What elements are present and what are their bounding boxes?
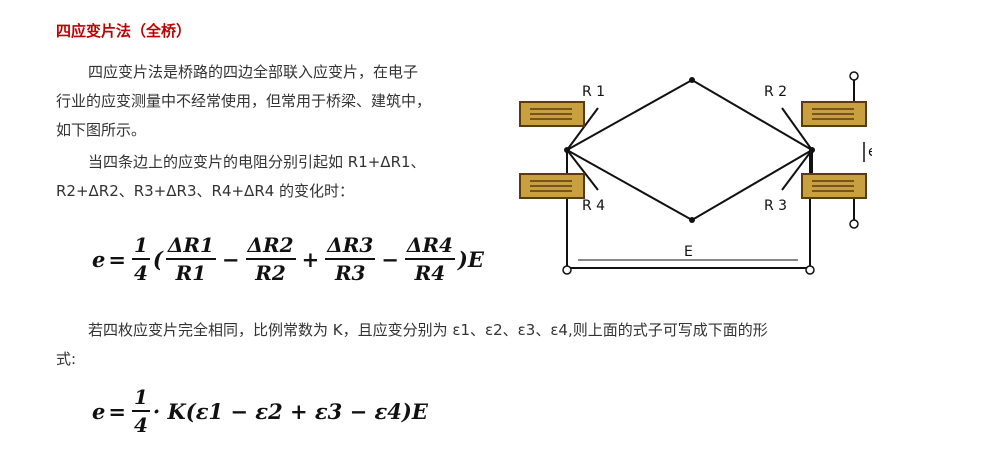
term-3-sign: + xyxy=(301,246,320,272)
bridge-nodes xyxy=(564,77,815,223)
formula-close: )E xyxy=(457,246,484,272)
intro-line-2: 行业的应变测量中不经常使用，但常用于桥梁、建筑中， xyxy=(56,92,432,110)
same-line-2: 式: xyxy=(56,350,77,368)
label-E: E xyxy=(684,244,693,260)
label-r2: R 2 xyxy=(764,84,787,100)
gauge-r2 xyxy=(801,101,867,127)
formula-lhs: e xyxy=(92,246,106,272)
label-r3: R 3 xyxy=(764,198,787,214)
term-2-fraction: ΔR2 R2 xyxy=(245,233,296,285)
formula2-rest: · K(ε1 − ε2 + ε3 − ε4)E xyxy=(152,398,428,424)
bridge-output-formula: e = 1 4 ( ΔR1 R1 − ΔR2 R2 + ΔR3 R3 − ΔR4… xyxy=(92,224,484,294)
intro-line-3: 如下图所示。 xyxy=(56,121,147,139)
formula2-equals: = xyxy=(108,398,126,424)
term-2-sign: − xyxy=(221,246,240,272)
formula2-coefficient: 1 4 xyxy=(131,385,150,437)
intro-line-1: 四应变片法是桥路的四边全部联入应变片，在电子 xyxy=(88,63,419,81)
term-4-fraction: ΔR4 R4 xyxy=(404,233,455,285)
same-line-1: 若四枚应变片完全相同，比例常数为 K，且应变分别为 ε1、ε2、ε3、ε4,则上… xyxy=(88,321,768,339)
gauge-r3 xyxy=(801,173,867,199)
gauge-r1 xyxy=(519,101,585,127)
term-3-fraction: ΔR3 R3 xyxy=(325,233,376,285)
gauge-r4 xyxy=(519,173,585,199)
condition-paragraph: 当四条边上的应变片的电阻分别引起如 R1+ΔR1、 R2+ΔR2、R3+ΔR3、… xyxy=(56,148,426,206)
formula2-lhs: e xyxy=(92,398,106,424)
same-gauge-paragraph: 若四枚应变片完全相同，比例常数为 K，且应变分别为 ε1、ε2、ε3、ε4,则上… xyxy=(56,316,768,374)
term-4-sign: − xyxy=(381,246,399,272)
term-1-fraction: ΔR1 R1 xyxy=(165,233,216,285)
label-r4: R 4 xyxy=(582,198,605,214)
terminals xyxy=(562,71,859,275)
formula-open-paren: ( xyxy=(152,246,163,272)
section-title: 四应变片法（全桥） xyxy=(56,22,192,40)
strain-formula: e = 1 4 · K(ε1 − ε2 + ε3 − ε4)E xyxy=(92,378,428,444)
condition-line-2: R2+ΔR2、R3+ΔR3、R4+ΔR4 的变化时： xyxy=(56,182,355,200)
label-r1: R 1 xyxy=(582,84,605,100)
formula-equals: = xyxy=(108,246,126,272)
condition-line-1: 当四条边上的应变片的电阻分别引起如 R1+ΔR1、 xyxy=(88,153,426,171)
full-bridge-circuit-diagram: R 1 R 2 R 3 R 4 e E xyxy=(519,71,872,275)
intro-paragraph: 四应变片法是桥路的四边全部联入应变片，在电子 行业的应变测量中不经常使用，但常用… xyxy=(56,58,431,145)
coefficient-fraction: 1 4 xyxy=(131,233,150,285)
label-e: e xyxy=(868,144,872,160)
